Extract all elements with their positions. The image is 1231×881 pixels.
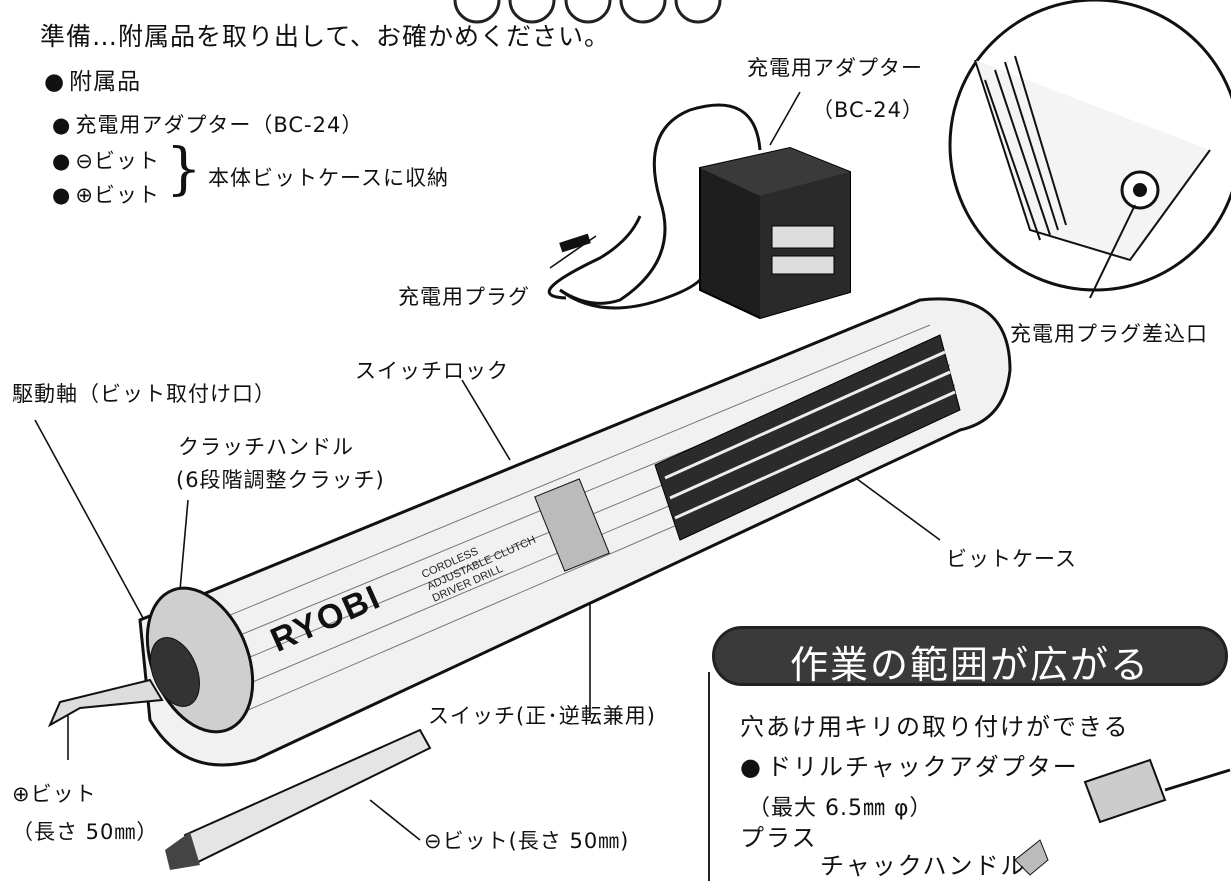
callout-clutch-detail: (6段階調整クラッチ) <box>176 468 385 492</box>
callout-switch: スイッチ(正･逆転兼用) <box>428 704 656 728</box>
callout-drive-shaft: 駆動軸（ビット取付け口） <box>12 382 276 406</box>
callout-plug-inlet: 充電用プラグ差込口 <box>1010 322 1208 346</box>
prep-line: 準備…附属品を取り出して、お確かめください。 <box>40 22 611 51</box>
feature-banner: 作業の範囲が広がる <box>712 626 1228 687</box>
feature-lead: 穴あけ用キリの取り付けができる <box>740 713 1130 741</box>
inlet-detail <box>948 0 1231 299</box>
bracket-icon: } <box>166 137 202 202</box>
feature-plus: プラス <box>740 824 818 852</box>
top-decoration <box>453 0 722 24</box>
callout-switch-lock: スイッチロック <box>355 359 509 383</box>
callout-clutch-handle: クラッチハンドル <box>178 435 354 459</box>
feature-item-spec: （最大 6.5㎜ φ） <box>748 796 933 821</box>
feature-banner-text: 作業の範囲が広がる <box>789 643 1150 687</box>
driver-illustration <box>47 297 1231 876</box>
callout-adapter-model: （BC-24） <box>812 98 924 122</box>
storage-note: 本体ビットケースに収納 <box>208 166 449 190</box>
callout-plus-bit-length: （長さ 50㎜） <box>12 820 159 844</box>
accessory-item-plus-bit: ⊕ビット <box>52 179 160 209</box>
accessory-item-minus-bit: ⊖ビット <box>52 145 160 175</box>
callout-plus-bit: ⊕ビット <box>12 782 97 806</box>
feature-item: ドリルチャックアダプター <box>740 747 1079 782</box>
adapter-illustration <box>547 103 851 320</box>
callout-charge-plug: 充電用プラグ <box>398 285 530 309</box>
callout-minus-bit: ⊖ビット(長さ 50㎜) <box>424 829 630 853</box>
feature-chuck-handle: チャックハンドル <box>820 852 1027 880</box>
accessory-item-adapter: 充電用アダプター（BC-24） <box>52 109 363 139</box>
accessories-title: 附属品 <box>44 62 141 96</box>
feature-divider <box>708 672 710 881</box>
callout-bit-case: ビットケース <box>946 547 1077 571</box>
callout-adapter: 充電用アダプター <box>747 56 923 80</box>
